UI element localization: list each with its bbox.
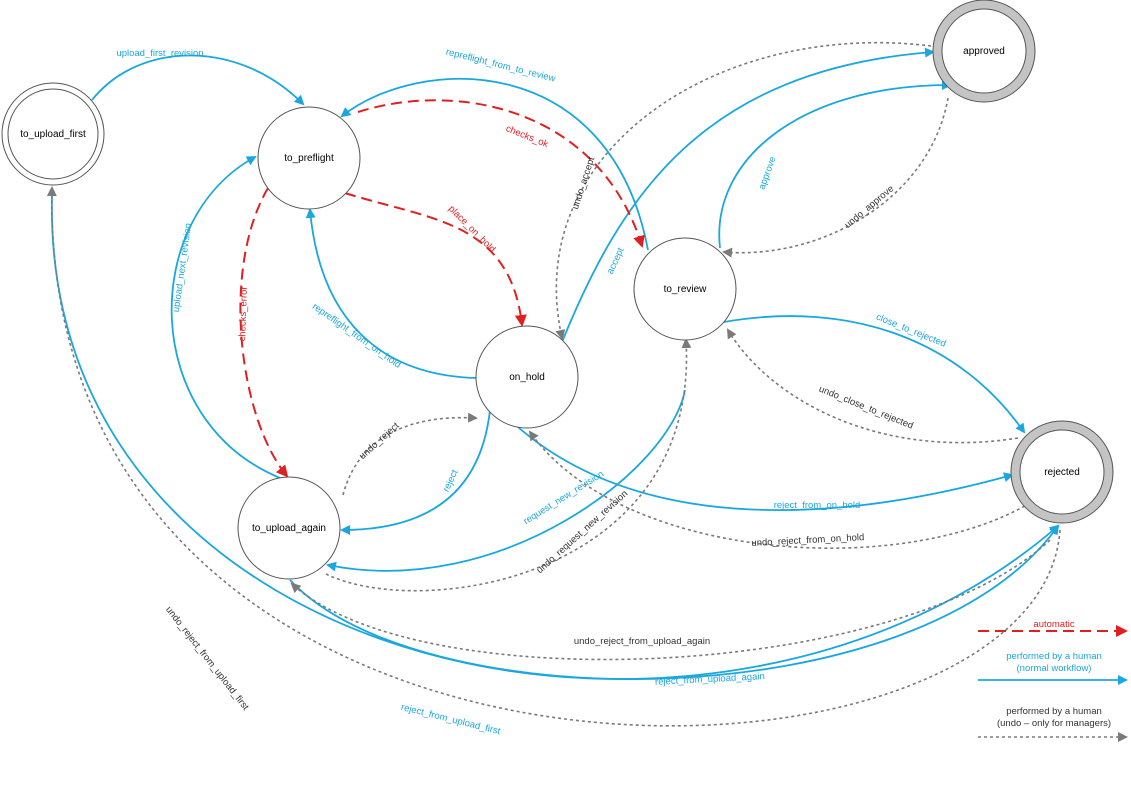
edge-undo-reject <box>342 412 478 496</box>
edge-repreflight-from-on-hold <box>305 208 477 379</box>
label-upload-first-revision: upload_first_revision <box>116 48 203 59</box>
state-label-to-upload-first: to_upload_first <box>20 129 86 140</box>
label-approve: approve <box>757 155 779 191</box>
edge-approve <box>718 80 952 249</box>
edge-undo-reject-from-upload-again <box>290 539 1051 661</box>
label-place-on-hold: place_on_hold <box>446 203 497 254</box>
label-undo-reject-from-on-hold: undo_reject_from_on_hold <box>751 532 864 549</box>
state-label-to-preflight: to_preflight <box>284 153 334 164</box>
edge-close-to-rejected <box>723 315 1026 434</box>
state-label-on-hold: on_hold <box>509 372 545 383</box>
label-undo-reject: undo_reject <box>357 420 402 462</box>
state-approved: approved <box>932 0 1036 103</box>
legend-undo-label-line2: (undo – only for managers) <box>997 718 1111 729</box>
label-undo-accept: undo_accept <box>570 155 597 210</box>
edge-accept <box>561 47 935 343</box>
label-checks-error: checks_error <box>237 286 250 341</box>
edge-place-on-hold <box>344 192 527 327</box>
legend-automatic-label: automatic <box>1033 619 1074 630</box>
legend: automatic performed by a human (normal w… <box>997 619 1111 729</box>
label-upload-next-revision: upload_next_revision <box>171 222 194 312</box>
state-on-hold: on_hold <box>475 325 579 429</box>
edge-undo-approve <box>722 97 949 258</box>
state-to-upload-again: to_upload_again <box>237 476 341 580</box>
edge-checks-error <box>239 187 289 478</box>
state-label-to-review: to_review <box>664 284 708 295</box>
label-accept: accept <box>605 246 627 276</box>
legend-human-label-line2: (normal workflow) <box>1017 663 1092 674</box>
state-label-rejected: rejected <box>1044 467 1080 478</box>
state-to-upload-first: to_upload_first <box>1 82 105 186</box>
label-undo-approve: undo_approve <box>843 183 897 230</box>
state-label-approved: approved <box>963 46 1005 57</box>
state-rejected: rejected <box>1010 420 1114 524</box>
label-repreflight-from-on-hold: repreflight_from_on_hold <box>310 301 403 371</box>
state-label-to-upload-again: to_upload_again <box>252 523 326 534</box>
edge-reject-from-on-hold <box>509 419 1014 511</box>
edge-repreflight-from-to-review <box>340 78 649 251</box>
legend-undo-label-line1: performed by a human <box>1006 706 1102 717</box>
label-undo-reject-from-upload-first: undo_reject_from_upload_first <box>163 605 251 713</box>
edge-reject-from-upload-again <box>289 524 1060 680</box>
edge-upload-next-revision <box>170 156 281 479</box>
edge-reject-from-upload-first <box>51 194 1060 680</box>
edge-undo-reject-from-on-hold <box>528 430 1031 549</box>
label-checks-ok: checks_ok <box>504 123 550 150</box>
state-to-review: to_review <box>633 237 737 341</box>
label-reject-from-upload-again: reject_from_upload_again <box>655 671 765 688</box>
label-reject-from-upload-first: reject_from_upload_first <box>400 702 502 737</box>
edge-undo-reject-from-upload-first <box>46 186 1061 727</box>
legend-human-label-line1: performed by a human <box>1006 651 1102 662</box>
state-to-preflight: to_preflight <box>257 106 361 210</box>
edge-undo-close-to-rejected <box>726 328 1019 444</box>
label-undo-reject-from-upload-again: undo_reject_from_upload_again <box>574 636 710 647</box>
edge-request-new-revision <box>326 389 686 572</box>
edge-reject <box>340 409 491 535</box>
edge-undo-accept <box>555 41 932 340</box>
label-reject-from-on-hold: reject_from_on_hold <box>774 500 861 511</box>
edge-upload-first-revision <box>91 54 305 106</box>
edge-checks-ok <box>357 99 645 248</box>
label-undo-close-to-rejected: undo_close_to_rejected <box>817 384 915 432</box>
